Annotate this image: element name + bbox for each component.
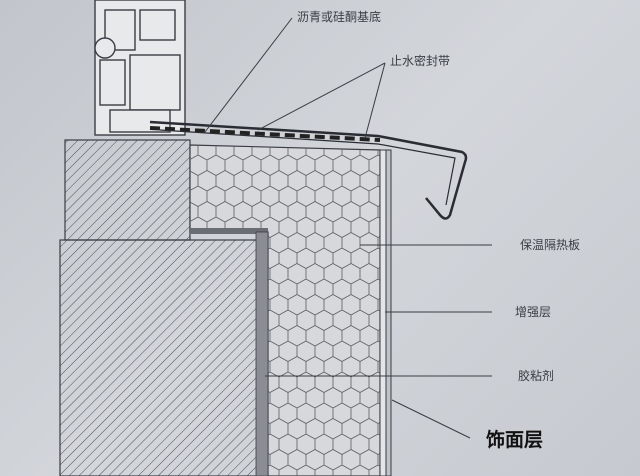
- adhesive-strip: [255, 231, 269, 476]
- lower-wall: [59, 239, 259, 476]
- leader-lines: [204, 17, 492, 439]
- reinforcement-layer: [379, 149, 387, 476]
- finish-layer: [385, 149, 392, 476]
- window-frame: [94, 0, 186, 136]
- label-finish-layer: 饰面层: [486, 428, 543, 451]
- reveal-adhesive-strip: [190, 228, 268, 234]
- label-insulation-board: 保温隔热板: [520, 238, 580, 252]
- upper-wall: [64, 139, 191, 241]
- waterstop-tape: [149, 126, 381, 142]
- label-asphalt-base: 沥青或硅酮基底: [297, 9, 381, 24]
- label-reinforcement-layer: 增强层: [515, 305, 551, 319]
- label-waterstop-tape: 止水密封带: [390, 53, 450, 68]
- label-adhesive: 胶粘剂: [518, 368, 554, 383]
- sill-flashing: [149, 120, 468, 220]
